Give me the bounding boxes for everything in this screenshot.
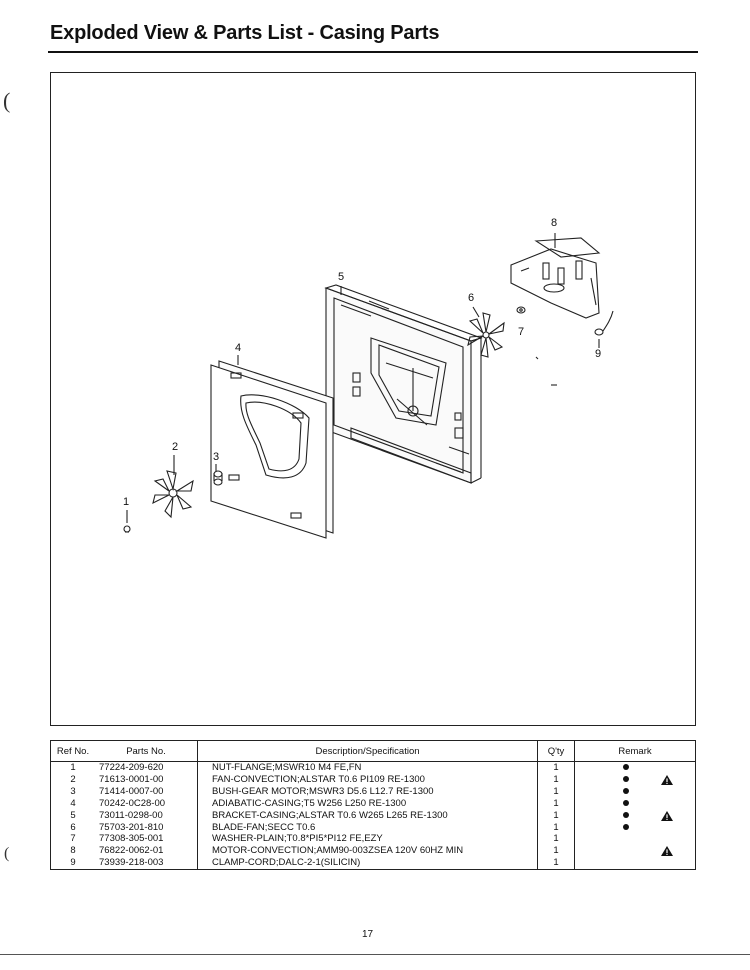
qty-cell: 1 bbox=[537, 857, 575, 871]
table-row: 1 77224-209-620 NUT-FLANGE;MSWR10 M4 FE,… bbox=[50, 761, 696, 774]
header-qty: Q'ty bbox=[537, 740, 575, 762]
warning-triangle-icon bbox=[661, 810, 673, 821]
table-row: 3 71414-0007-00 BUSH-GEAR MOTOR;MSWR3 D5… bbox=[50, 785, 696, 798]
description-cell: BUSH-GEAR MOTOR;MSWR3 D5.6 L12.7 RE-1300 bbox=[197, 785, 538, 798]
remark-cell bbox=[574, 857, 696, 871]
header-ref-no: Ref No. bbox=[50, 740, 95, 762]
parts-no-cell: 73939-218-003 bbox=[95, 857, 198, 871]
ref-no-cell: 5 bbox=[50, 809, 95, 822]
ref-no-cell: 2 bbox=[50, 773, 95, 786]
description-cell: WASHER-PLAIN;T0.8*PI5*PI12 FE,EZY bbox=[197, 833, 538, 846]
ref-no-cell: 1 bbox=[50, 761, 95, 774]
callout-2: 2 bbox=[172, 441, 179, 453]
ref-no-cell: 3 bbox=[50, 785, 95, 798]
callout-3: 3 bbox=[213, 451, 220, 463]
exploded-view-diagram: 5 4 2 3 1 6 7 8 9 bbox=[50, 72, 696, 726]
safety-dot-icon bbox=[623, 812, 629, 819]
ref-no-cell: 8 bbox=[50, 845, 95, 858]
convection-motor-part bbox=[510, 237, 601, 319]
callout-9: 9 bbox=[595, 348, 602, 360]
cord-clamp-part bbox=[594, 310, 614, 336]
ref-no-cell: 6 bbox=[50, 821, 95, 834]
remark-cell bbox=[574, 821, 696, 834]
warning-triangle-icon bbox=[661, 774, 673, 785]
parts-no-cell: 71414-0007-00 bbox=[99, 785, 164, 797]
remark-cell bbox=[574, 833, 696, 846]
callout-8: 8 bbox=[551, 217, 558, 229]
parts-list-table: Ref No. Parts No. Description/Specificat… bbox=[50, 740, 696, 871]
header-parts-no: Parts No. bbox=[95, 740, 198, 762]
qty-cell: 1 bbox=[537, 821, 575, 834]
table-row: 4 70242-0C28-00 ADIABATIC-CASING;T5 W256… bbox=[50, 797, 696, 810]
footer-rule bbox=[0, 954, 750, 955]
description-cell: NUT-FLANGE;MSWR10 M4 FE,FN bbox=[197, 761, 538, 774]
description-cell: BLADE-FAN;SECC T0.6 bbox=[197, 821, 538, 834]
ref-no-cell: 4 bbox=[50, 797, 95, 810]
table-row: 5 73011-0298-00 BRACKET-CASING;ALSTAR T0… bbox=[50, 809, 696, 822]
description-cell: CLAMP-CORD;DALC-2-1(SILICIN) bbox=[197, 857, 538, 871]
qty-cell: 1 bbox=[537, 833, 575, 846]
qty-cell: 1 bbox=[537, 785, 575, 798]
page-title: Exploded View & Parts List - Casing Part… bbox=[50, 22, 440, 44]
qty-cell: 1 bbox=[537, 797, 575, 810]
convection-fan-part bbox=[152, 470, 194, 519]
parts-no-cell: 73011-0298-00 bbox=[99, 809, 163, 821]
header-description: Description/Specification bbox=[197, 740, 538, 762]
description-cell: MOTOR-CONVECTION;AMM90-003ZSEA 120V 60HZ… bbox=[197, 845, 538, 858]
binding-mark: ( bbox=[3, 88, 11, 113]
remark-cell bbox=[574, 785, 696, 798]
parts-no-cell: 71613-0001-00 bbox=[99, 773, 164, 785]
parts-no-cell: 77308-305-001 bbox=[99, 833, 164, 845]
callout-5: 5 bbox=[338, 271, 345, 283]
qty-cell: 1 bbox=[537, 809, 575, 822]
qty-cell: 1 bbox=[537, 845, 575, 858]
callout-1: 1 bbox=[123, 496, 130, 508]
parts-no-cell: 75703-201-810 bbox=[99, 821, 164, 833]
ref-no-cell: 9 bbox=[50, 857, 95, 871]
safety-dot-icon bbox=[623, 800, 629, 807]
safety-dot-icon bbox=[623, 824, 629, 831]
callout-6: 6 bbox=[468, 292, 475, 304]
fan-blade-part bbox=[467, 312, 505, 358]
exploded-view-drawing bbox=[123, 233, 614, 539]
page-number: 17 bbox=[362, 929, 374, 940]
description-cell: FAN-CONVECTION;ALSTAR T0.6 PI109 RE-1300 bbox=[197, 773, 538, 786]
description-cell: BRACKET-CASING;ALSTAR T0.6 W265 L265 RE-… bbox=[197, 809, 538, 822]
remark-cell bbox=[574, 797, 696, 810]
table-row: 2 71613-0001-00 FAN-CONVECTION;ALSTAR T0… bbox=[50, 773, 696, 786]
callout-4: 4 bbox=[235, 342, 242, 354]
description-cell: ADIABATIC-CASING;T5 W256 L250 RE-1300 bbox=[197, 797, 538, 810]
ref-no-cell: 7 bbox=[50, 833, 95, 846]
bracket-casing-part bbox=[324, 284, 483, 484]
safety-dot-icon bbox=[623, 776, 629, 783]
remark-cell bbox=[574, 773, 696, 786]
table-row: 8 76822-0062-01 MOTOR-CONVECTION;AMM90-0… bbox=[50, 845, 696, 858]
table-row: 7 77308-305-001 WASHER-PLAIN;T0.8*PI5*PI… bbox=[50, 833, 696, 846]
safety-dot-icon bbox=[623, 788, 629, 795]
washer-part bbox=[516, 306, 526, 314]
remark-cell bbox=[574, 809, 696, 822]
remark-cell bbox=[574, 845, 696, 858]
title-rule bbox=[48, 51, 698, 53]
adiabatic-casing-part bbox=[210, 360, 334, 539]
qty-cell: 1 bbox=[537, 773, 575, 786]
safety-dot-icon bbox=[623, 764, 629, 771]
callout-7: 7 bbox=[518, 326, 525, 338]
remark-cell bbox=[574, 761, 696, 774]
warning-triangle-icon bbox=[661, 846, 673, 857]
bush-gear-part bbox=[213, 470, 223, 486]
table-row: 6 75703-201-810 BLADE-FAN;SECC T0.6 1 bbox=[50, 821, 696, 834]
binding-mark: ( bbox=[4, 845, 10, 862]
parts-no-cell: 77224-209-620 bbox=[99, 762, 164, 773]
qty-cell: 1 bbox=[537, 761, 575, 774]
header-remark: Remark bbox=[574, 740, 696, 762]
table-header-row: Ref No. Parts No. Description/Specificat… bbox=[50, 740, 696, 762]
parts-no-cell: 70242-0C28-00 bbox=[99, 797, 166, 809]
nut-flange-part bbox=[123, 525, 131, 533]
table-row: 9 73939-218-003 CLAMP-CORD;DALC-2-1(SILI… bbox=[50, 857, 696, 871]
parts-no-cell: 76822-0062-01 bbox=[99, 845, 164, 857]
